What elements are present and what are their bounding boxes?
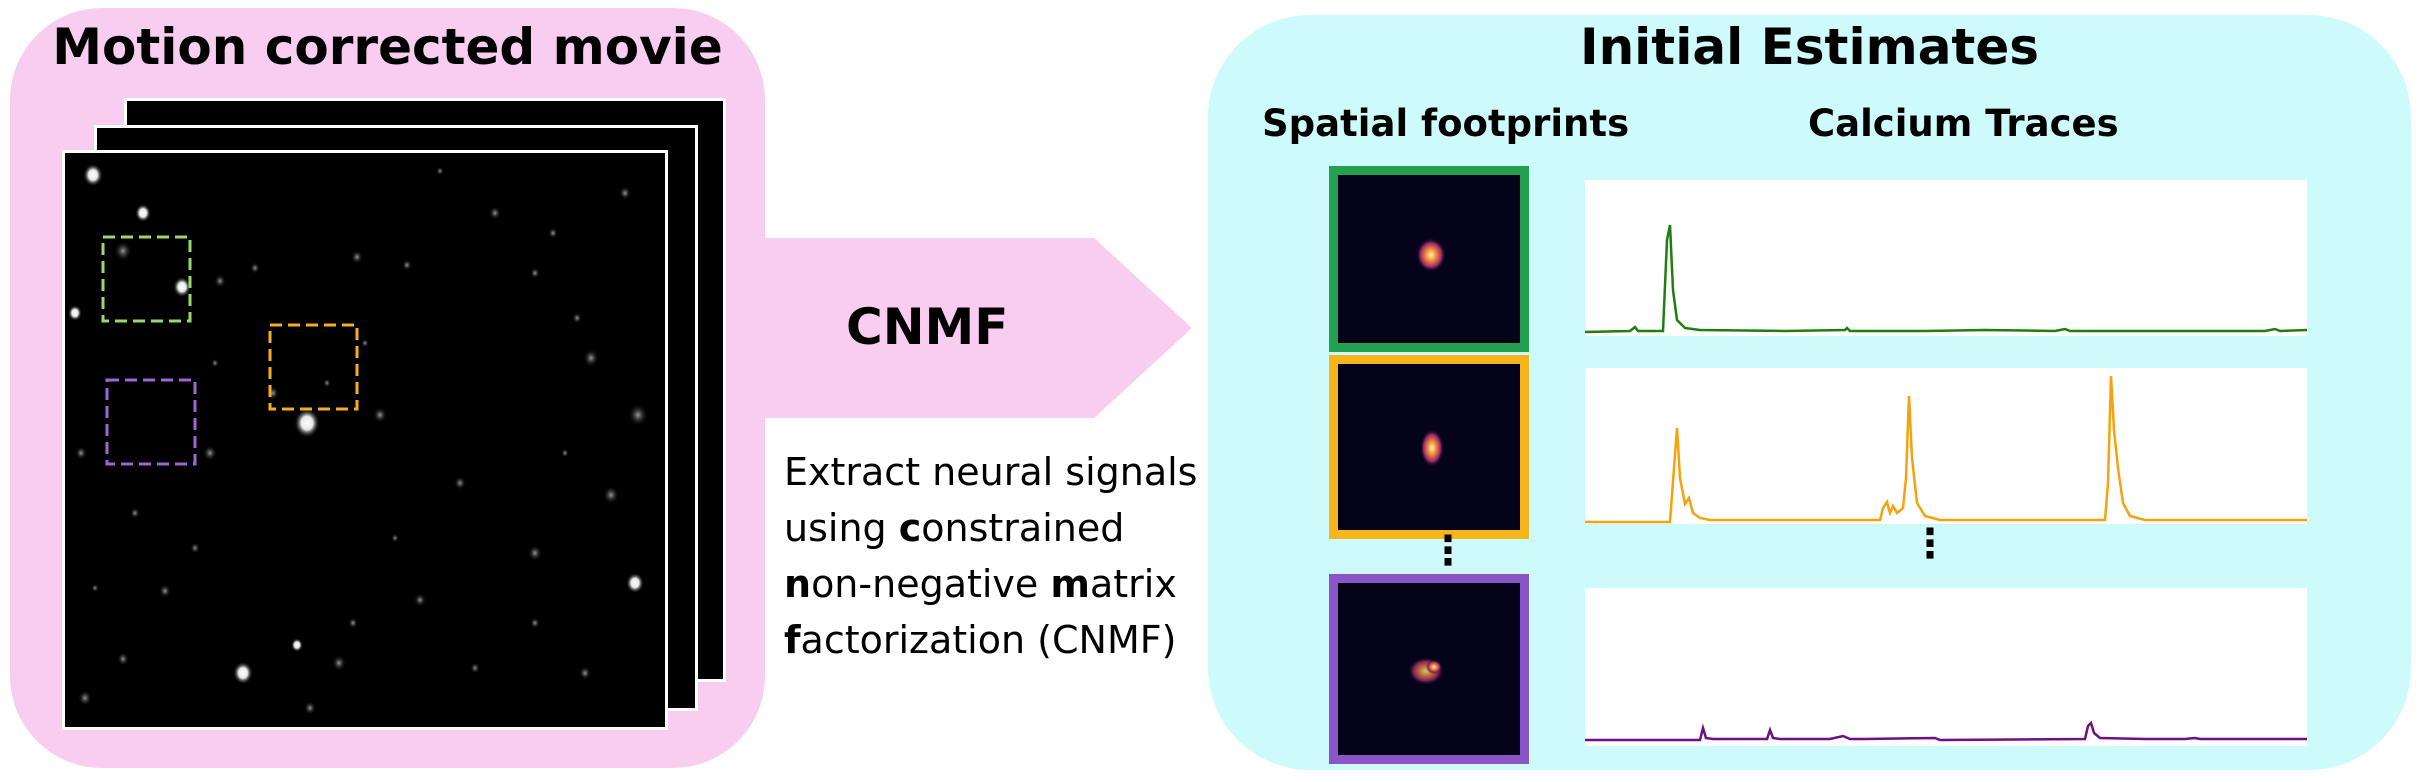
calcium-trace-green <box>1584 224 2308 334</box>
neuron-blob <box>583 348 599 368</box>
neuron-blob <box>619 186 631 200</box>
spatial-footprint-green <box>1329 166 1529 352</box>
left-panel-title: Motion corrected movie <box>52 18 723 76</box>
spatial-footprint-purple <box>1329 574 1529 764</box>
calcium-trace-purple <box>1585 720 2307 742</box>
neuron-blob <box>250 262 260 274</box>
description-line-2: using constrained <box>784 506 1125 550</box>
neuron-blob <box>572 312 582 324</box>
trace-ellipsis: ⋮ <box>1910 521 1950 567</box>
neuron-blob <box>332 654 346 672</box>
neuron-blob <box>348 617 358 629</box>
neuron-blob <box>190 542 200 554</box>
neuron-blob <box>78 689 92 707</box>
neuron-blob <box>117 652 129 666</box>
calcium-traces-heading: Calcium Traces <box>1808 102 2119 145</box>
neuron-blob <box>294 408 320 438</box>
roi-box-orange <box>268 323 359 411</box>
neuron-blob <box>135 203 151 223</box>
right-panel-title: Initial Estimates <box>1579 18 2040 76</box>
neuron-blob <box>414 593 426 607</box>
neuron-blob <box>548 227 558 239</box>
neuron-blob <box>130 507 140 519</box>
neuron-blob <box>203 444 217 462</box>
neuron-blob <box>351 250 363 264</box>
neuron-blob <box>173 276 191 298</box>
neuron-blob <box>75 446 87 460</box>
neuron-blob <box>530 617 540 629</box>
neuron-blob <box>402 259 412 271</box>
neuron-blob <box>628 403 648 427</box>
neuron-blob <box>373 406 387 424</box>
neuron-blob <box>159 584 171 598</box>
neuron-blob <box>323 378 331 388</box>
calcium-trace-orange <box>1585 375 2307 524</box>
neuron-blob <box>233 661 253 685</box>
footprint-image <box>1408 657 1444 685</box>
neuron-blob <box>114 240 132 262</box>
motion-corrected-frame-image <box>68 163 648 715</box>
neuron-blob <box>561 448 569 458</box>
neuron-blob <box>603 485 619 505</box>
neuron-blob <box>436 166 444 176</box>
calcium-trace-panel-3 <box>1585 588 2307 746</box>
footprint-ellipsis: ⋮ <box>1428 528 1468 574</box>
neuron-blob <box>291 638 303 652</box>
neuron-blob <box>91 583 99 593</box>
description-line-4: factorization (CNMF) <box>784 618 1177 662</box>
cnmf-description: Extract neural signals using constrained… <box>784 444 1197 668</box>
neuron-blob <box>626 572 644 594</box>
calcium-trace-panel-1 <box>1584 180 2308 336</box>
movie-frame-front <box>62 150 668 730</box>
neuron-blob <box>391 533 399 543</box>
cnmf-arrow <box>762 238 1192 418</box>
footprint-image <box>1420 429 1444 467</box>
neuron-blob <box>579 666 591 680</box>
neuron-blob <box>83 163 103 187</box>
neuron-blob <box>470 662 480 674</box>
roi-box-green <box>101 235 192 323</box>
roi-box-purple <box>105 378 197 466</box>
neuron-blob <box>489 206 501 220</box>
spatial-footprints-heading: Spatial footprints <box>1262 102 1630 145</box>
neuron-blob <box>454 476 466 490</box>
footprint-image <box>1416 238 1446 272</box>
neuron-blob <box>530 267 540 279</box>
spatial-footprint-orange <box>1329 355 1529 539</box>
neuron-blob <box>211 358 219 368</box>
cnmf-label: CNMF <box>846 298 1009 356</box>
description-line-3: non-negative matrix <box>784 562 1177 606</box>
description-line-1: Extract neural signals <box>784 450 1198 494</box>
neuron-blob <box>214 274 226 288</box>
calcium-trace-panel-2 <box>1585 368 2307 524</box>
neuron-blob <box>361 338 369 348</box>
neuron-blob <box>304 701 316 715</box>
neuron-blob <box>68 304 82 322</box>
neuron-blob <box>528 544 542 562</box>
